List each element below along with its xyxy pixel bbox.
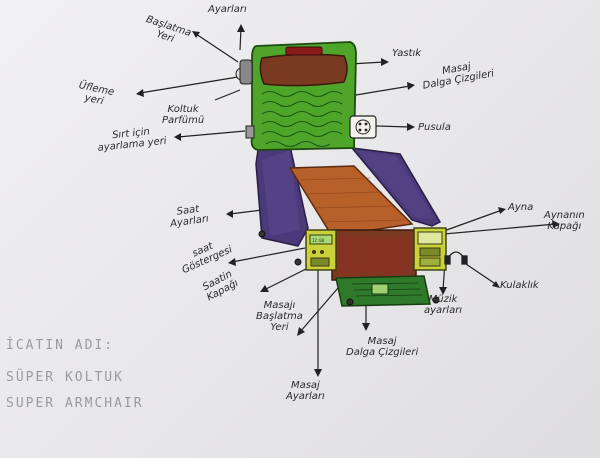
label-masaj-dalga-bottom: Masaj Dalga Çizgileri <box>346 336 418 358</box>
label-masaji-bas-line2: Başlatma <box>256 311 303 322</box>
label-muzik-line2: ayarları <box>424 305 463 316</box>
clock-display <box>309 234 333 245</box>
label-ayarlari-top: Ayarları <box>208 4 247 15</box>
label-koltuk-line2: Parfümü <box>162 115 205 126</box>
label-ayna: Ayna <box>508 202 534 213</box>
label-pusula: Pusula <box>418 122 451 133</box>
label-koltuk-parfumu: Koltuk Parfümü <box>162 104 204 126</box>
top-settings-strip <box>285 46 323 56</box>
massage-wave-lines <box>261 90 343 148</box>
label-masaj-ayar-line1: Masaj <box>290 380 320 391</box>
label-koltuk-line1: Koltuk <box>167 104 199 115</box>
label-masaj-dalga-bottom-line1: Masaj <box>367 336 397 347</box>
pillow <box>259 53 348 87</box>
massage-start-panel <box>371 283 389 295</box>
label-muzik-line1: Müzik <box>428 294 458 305</box>
seat <box>288 165 414 237</box>
music-controls <box>419 247 441 257</box>
back-adjust-knob <box>245 125 255 139</box>
label-masaji-bas-line1: Masajı <box>263 300 296 311</box>
label-aynanin-kapagi: Aynanın Kapağı <box>544 210 585 232</box>
label-aynanin-line2: Kapağı <box>547 221 582 232</box>
label-masaji-baslatma-yeri: Masajı Başlatma Yeri <box>256 300 303 333</box>
label-masaj-ayar-line2: Ayarları <box>286 391 325 402</box>
clock-digits: 12:00 <box>312 238 325 243</box>
label-kulaklik: Kulaklık <box>500 280 539 291</box>
annotation-arrows <box>139 27 557 372</box>
invention-title-heading: İCATIN ADI: <box>6 338 115 353</box>
label-yastik: Yastık <box>392 48 422 59</box>
invention-name-turkish: SÜPER KOLTUK <box>6 370 124 385</box>
headphones-icon <box>444 251 468 265</box>
label-masaj-ayarlari: Masaj Ayarları <box>286 380 325 402</box>
label-masaji-bas-line3: Yeri <box>270 322 289 333</box>
label-aynanin-line1: Aynanın <box>544 210 585 221</box>
wheels <box>258 230 440 306</box>
label-masaj-dalga-bottom-line2: Dalga Çizgileri <box>346 347 419 358</box>
seat-perfume-box <box>239 59 253 85</box>
arrow-heads <box>136 24 560 377</box>
mirror-cover <box>419 257 441 267</box>
clock-cover <box>310 257 330 267</box>
invention-name-english: SUPER ARMCHAIR <box>6 396 144 411</box>
label-muzik-ayarlari: Müzik ayarları <box>424 294 462 316</box>
compass <box>349 115 377 139</box>
mirror <box>417 231 443 245</box>
